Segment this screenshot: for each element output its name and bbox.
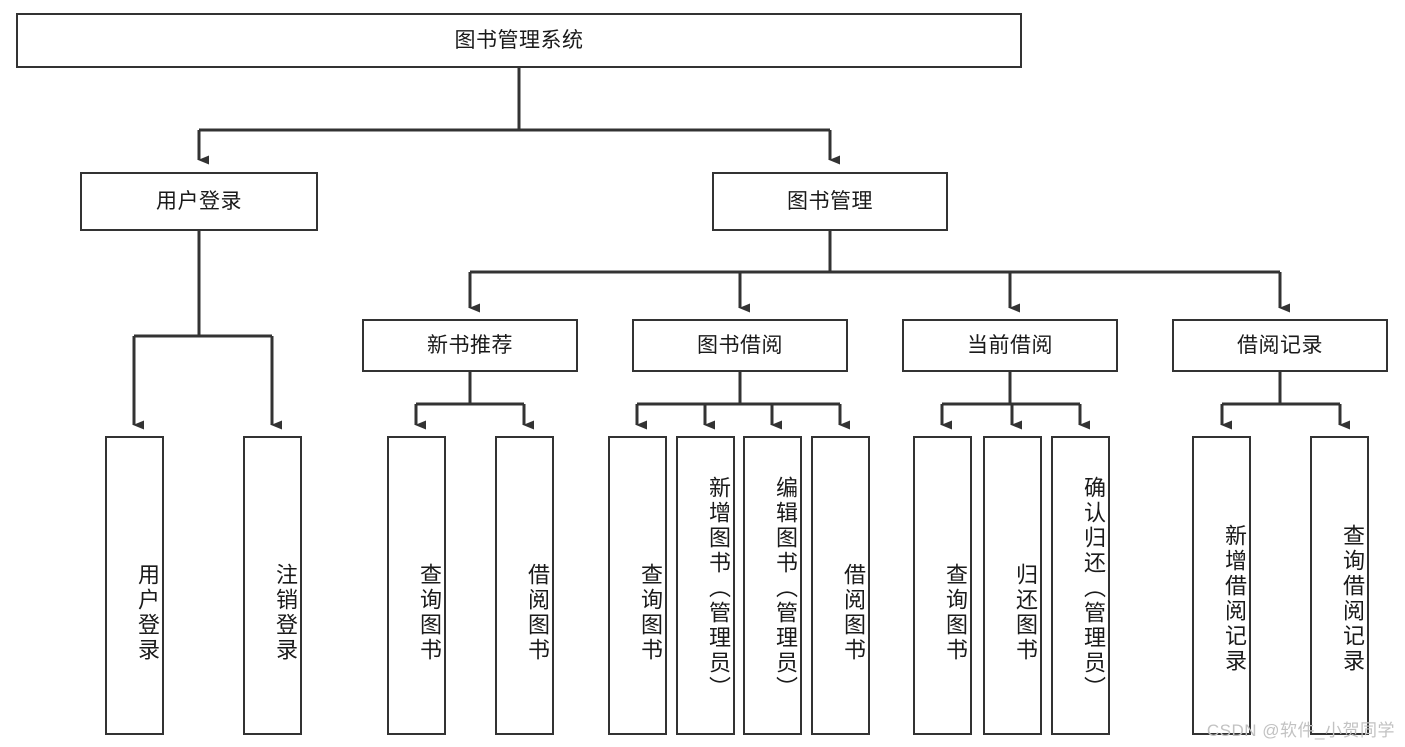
node-borrowing-record[interactable]: 借阅记录 (1172, 319, 1388, 372)
leaf-node-user-login[interactable]: 用户登录 (105, 436, 164, 735)
node-label: 新增图书（管理员） (706, 476, 731, 701)
node-label: 查询图书 (943, 562, 968, 663)
node-label: 图书管理系统 (454, 28, 584, 52)
node-label: 确认归还（管理员） (1081, 476, 1106, 701)
node-label: 借阅记录 (1237, 333, 1323, 357)
node-label: 用户登录 (156, 189, 242, 213)
node-label: 新增借阅记录 (1222, 523, 1247, 674)
node-current-borrowing[interactable]: 当前借阅 (902, 319, 1118, 372)
node-user-login[interactable]: 用户登录 (80, 172, 318, 231)
node-root-book-management-system[interactable]: 图书管理系统 (16, 13, 1022, 68)
csdn-watermark: CSDN @软件_小贺同学 (1206, 721, 1395, 740)
node-book-borrowing[interactable]: 图书借阅 (632, 319, 848, 372)
node-label: 借阅图书 (525, 562, 550, 663)
node-label: 新书推荐 (427, 333, 513, 357)
node-label: 查询图书 (638, 562, 663, 663)
leaf-node-confirm-return-admin[interactable]: 确认归还（管理员） (1051, 436, 1110, 735)
leaf-node-borrow-book[interactable]: 借阅图书 (811, 436, 870, 735)
leaf-node-edit-book-admin[interactable]: 编辑图书（管理员） (743, 436, 802, 735)
node-label: 编辑图书（管理员） (773, 476, 798, 701)
leaf-node-add-book-admin[interactable]: 新增图书（管理员） (676, 436, 735, 735)
leaf-node-return-book[interactable]: 归还图书 (983, 436, 1042, 735)
leaf-node-borrow-book-new-book[interactable]: 借阅图书 (495, 436, 554, 735)
leaf-node-query-book-current[interactable]: 查询图书 (913, 436, 972, 735)
node-label: 查询图书 (417, 562, 442, 663)
node-label: 注销登录 (273, 562, 298, 663)
node-label: 归还图书 (1013, 562, 1038, 663)
node-label: 用户登录 (135, 562, 160, 663)
leaf-node-query-borrow-record[interactable]: 查询借阅记录 (1310, 436, 1369, 735)
node-label: 当前借阅 (967, 333, 1053, 357)
leaf-node-query-book-new-book[interactable]: 查询图书 (387, 436, 446, 735)
node-label: 查询借阅记录 (1340, 523, 1365, 674)
leaf-node-logout[interactable]: 注销登录 (243, 436, 302, 735)
leaf-node-add-borrow-record[interactable]: 新增借阅记录 (1192, 436, 1251, 735)
node-label: 借阅图书 (841, 562, 866, 663)
node-label: 图书借阅 (697, 333, 783, 357)
node-label: 图书管理 (787, 189, 873, 213)
node-book-management[interactable]: 图书管理 (712, 172, 948, 231)
node-new-book-recommendation[interactable]: 新书推荐 (362, 319, 578, 372)
leaf-node-query-book-borrow[interactable]: 查询图书 (608, 436, 667, 735)
